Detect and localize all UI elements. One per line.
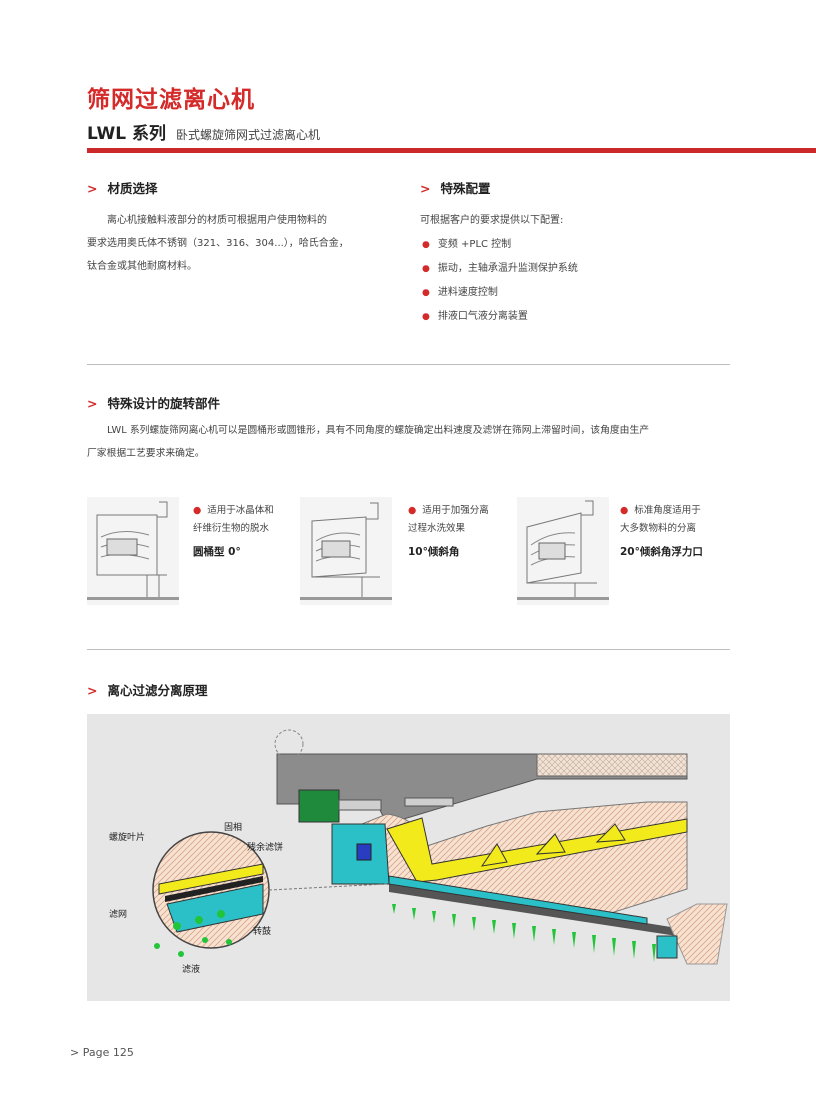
material-line: 钛合金或其他耐腐材料。 <box>87 261 197 272</box>
material-text: 离心机接触料液部分的材质可根据用户使用物料的 要求选用奥氏体不锈钢（321、31… <box>87 209 387 278</box>
special-config-list: ●变频 +PLC 控制 ●振动，主轴承温升监测保护系统 ●进料速度控制 ●排液口… <box>422 233 578 329</box>
material-heading: >材质选择 <box>87 181 158 196</box>
chevron-right-icon: > <box>87 396 98 411</box>
page-number: > Page 125 <box>70 1046 134 1059</box>
variant-20deg-name: 20°倾斜角浮力口 <box>620 546 703 558</box>
variant-0deg-note: ●适用于冰晶体和 纤维衍生物的脱水 圆桶型 0° <box>193 502 298 559</box>
label-solid-phase: 固相 <box>224 823 243 833</box>
incline-20deg-illustration <box>517 497 609 605</box>
label-spiral-blade: 螺旋叶片 <box>109 833 146 843</box>
rotating-parts-heading: >特殊设计的旋转部件 <box>87 396 220 411</box>
section-divider <box>87 649 730 650</box>
rotating-line: 厂家根据工艺要求来确定。 <box>87 448 205 459</box>
page-title: 筛网过滤离心机 <box>87 87 255 113</box>
list-item: ●排液口气液分离装置 <box>422 311 528 322</box>
special-config-intro: 可根据客户的要求提供以下配置: <box>420 215 564 226</box>
label-residual-cake: 残余滤饼 <box>247 843 284 853</box>
label-filtrate: 滤液 <box>182 965 201 975</box>
separation-principle-diagram: 螺旋叶片 固相 残余滤饼 滤网 转鼓 滤液 <box>87 714 730 1001</box>
variant-10deg-note: ●适用于加强分离 过程水洗效果 10°倾斜角 <box>408 502 513 559</box>
incline-10deg-illustration <box>300 497 392 605</box>
list-item: ●变频 +PLC 控制 <box>422 239 512 250</box>
variant-0deg-name: 圆桶型 0° <box>193 546 241 558</box>
special-config-heading: >特殊配置 <box>420 181 491 196</box>
variant-20deg-note: ●标准角度适用于 大多数物料的分离 20°倾斜角浮力口 <box>620 502 730 559</box>
list-item: ●进料速度控制 <box>422 287 498 298</box>
series-name: LWL 系列 <box>87 124 167 144</box>
material-line: 离心机接触料液部分的材质可根据用户使用物料的 <box>107 215 327 226</box>
label-drum: 转鼓 <box>253 927 272 937</box>
rotating-line: LWL 系列螺旋筛网离心机可以是圆桶形或圆锥形，具有不同角度的螺旋确定出料速度及… <box>107 425 650 436</box>
list-item: ●振动，主轴承温升监测保护系统 <box>422 263 578 274</box>
label-screen: 滤网 <box>109 910 128 920</box>
section-divider <box>87 364 730 365</box>
principle-illustration <box>152 729 728 965</box>
material-line: 要求选用奥氏体不锈钢（321、316、304...），哈氏合金， <box>87 238 349 249</box>
principle-heading: >离心过滤分离原理 <box>87 683 208 698</box>
drum-0deg-illustration <box>87 497 179 605</box>
variant-10deg-name: 10°倾斜角 <box>408 546 460 558</box>
chevron-right-icon: > <box>420 181 431 196</box>
rotating-parts-text: LWL 系列螺旋筛网离心机可以是圆桶形或圆锥形，具有不同角度的螺旋确定出料速度及… <box>87 419 737 465</box>
series-description: 卧式螺旋筛网式过滤离心机 <box>175 128 320 142</box>
title-divider <box>87 148 816 153</box>
page-subtitle: LWL 系列 卧式螺旋筛网式过滤离心机 <box>87 119 320 144</box>
chevron-right-icon: > <box>87 683 98 698</box>
chevron-right-icon: > <box>87 181 98 196</box>
